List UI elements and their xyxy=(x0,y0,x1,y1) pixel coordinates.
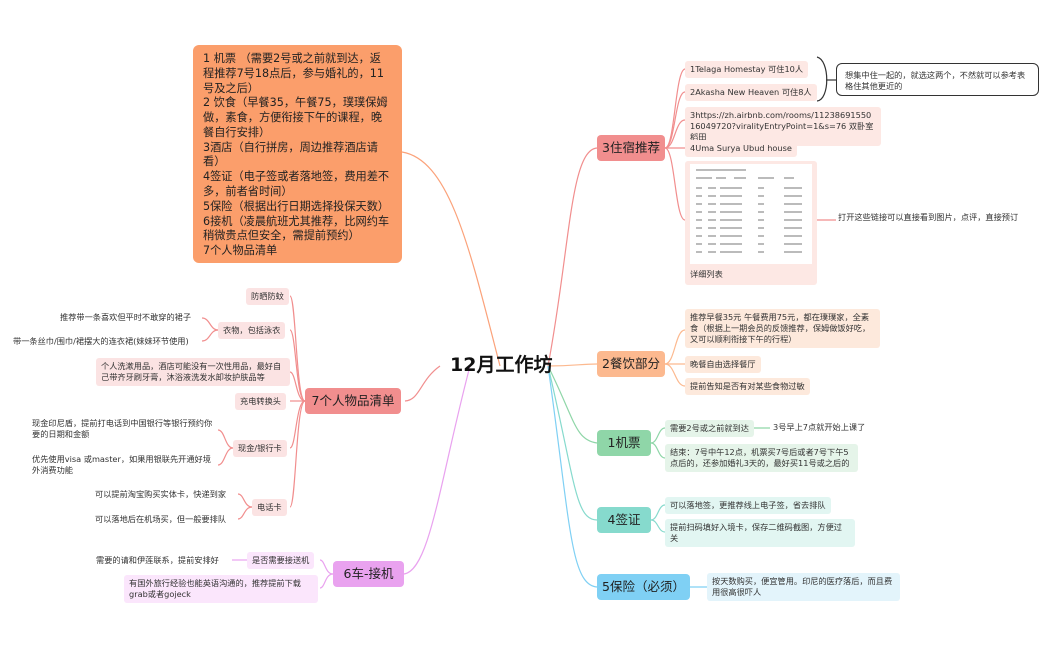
branch-ticket[interactable]: 1机票 xyxy=(597,430,651,456)
food-item-2[interactable]: 晚餐自由选择餐厅 xyxy=(685,356,761,374)
personal-note-scarf: 带一条丝巾/围巾/裙摆大的连衣裙(妹妹环节使用) xyxy=(13,336,189,346)
ticket-item-2[interactable]: 结束：7号中午12点，机票买7号后或者7号下午5点后的，还参加婚礼3天的，最好买… xyxy=(665,444,858,473)
lodging-list-caption: 详细列表 xyxy=(690,269,723,279)
summary-line-2: 2 饮食（早餐35，午餐75，璞璞保姆做，素食，方便衔接下午的课程，晚餐自行安排… xyxy=(203,96,388,139)
food-item-3[interactable]: 提前告知是否有对某些食物过敏 xyxy=(685,378,810,396)
lodging-callout: 想集中住一起的，就选这两个，不然就可以参考表格住其他更近的 xyxy=(836,63,1039,96)
summary-line-5: 5保险（根据出行日期选择投保天数） xyxy=(203,199,390,213)
root-topic: 12月工作坊 xyxy=(450,354,553,376)
visa-item-1[interactable]: 可以落地签，更推荐线上电子签，省去排队 xyxy=(665,497,831,515)
visa-item-2[interactable]: 提前扫码填好入境卡，保存二维码截图，方便过关 xyxy=(665,519,855,548)
personal-note-sim-1: 可以提前淘宝购买实体卡，快递到家 xyxy=(95,489,227,499)
summary-line-6: 6接机（凌晨航班尤其推荐，比网约车稍微贵点但安全，需提前预约） xyxy=(203,214,390,243)
lodging-item-1[interactable]: 1Telaga Homestay 可住10人 xyxy=(685,61,809,79)
spreadsheet-preview-icon xyxy=(690,164,812,264)
personal-note-skirt: 推荐带一条喜欢但平时不敢穿的裙子 xyxy=(60,312,192,322)
lodging-item-3[interactable]: 3https://zh.airbnb.com/rooms/11238691550… xyxy=(685,107,881,147)
branch-pickup[interactable]: 6车-接机 xyxy=(333,561,404,587)
summary-line-4: 4签证（电子签或者落地签，费用差不多，前者省时间） xyxy=(203,170,390,199)
personal-note-cash-1: 现金印尼盾，提前打电话到中国银行等银行预约你要的日期和金额 xyxy=(32,418,213,440)
personal-tag-cash[interactable]: 现金/银行卡 xyxy=(233,440,287,458)
lodging-item-2[interactable]: 2Akasha New Heaven 可住8人 xyxy=(685,84,817,102)
pickup-note-contact: 需要的请和伊莲联系，提前安排好 xyxy=(96,555,219,565)
insurance-item-1[interactable]: 按天数购买，便宜管用。印尼的医疗落后，而且费用很高很吓人 xyxy=(707,573,900,602)
branch-visa[interactable]: 4签证 xyxy=(597,507,651,533)
personal-tag-sim[interactable]: 电话卡 xyxy=(252,499,287,517)
personal-tag-charger[interactable]: 充电转换头 xyxy=(235,393,286,411)
food-item-1[interactable]: 推荐早餐35元 午餐费用75元，都在璞璞家，全素食（根据上一期会员的反馈推荐，保… xyxy=(685,309,880,349)
summary-line-3: 3酒店（自行拼房，周边推荐酒店请看） xyxy=(203,140,378,169)
lodging-item-4[interactable]: 4Uma Surya Ubud house xyxy=(685,140,797,158)
branch-personal-items[interactable]: 7个人物品清单 xyxy=(305,388,401,414)
personal-tag-clothes[interactable]: 衣物，包括泳衣 xyxy=(218,322,286,340)
spreadsheet-thumbnail xyxy=(690,164,812,264)
personal-note-toiletries[interactable]: 个人洗漱用品，酒店可能没有一次性用品，最好自己带齐牙刷牙膏，沐浴液洗发水卸妆护肤… xyxy=(96,358,290,387)
branch-lodging[interactable]: 3住宿推荐 xyxy=(597,135,665,161)
pickup-tag[interactable]: 是否需要接送机 xyxy=(247,552,315,570)
personal-tag-sunscreen[interactable]: 防晒防蚊 xyxy=(246,288,289,306)
summary-box: 1 机票 （需要2号或之前就到达，返程推荐7号18点后，参与婚礼的，11号及之后… xyxy=(193,45,402,263)
branch-insurance[interactable]: 5保险（必须） xyxy=(597,574,690,600)
lodging-detail-list[interactable]: 详细列表 xyxy=(685,161,817,285)
lodging-list-note: 打开这些链接可以直接看到图片，点评，直接预订 xyxy=(838,212,1019,222)
ticket-item-1[interactable]: 需要2号或之前就到达 xyxy=(665,420,754,438)
summary-line-7: 7个人物品清单 xyxy=(203,244,278,258)
branch-food[interactable]: 2餐饮部分 xyxy=(597,351,665,377)
pickup-note-grab[interactable]: 有国外旅行经验也能英语沟通的，推荐提前下载grab或者gojeck xyxy=(124,575,318,604)
summary-line-1: 1 机票 （需要2号或之前就到达，返程推荐7号18点后，参与婚礼的，11号及之后… xyxy=(203,52,385,95)
personal-note-cash-2: 优先使用visa 或master，如果用银联先开通好境外消费功能 xyxy=(32,454,211,476)
ticket-item-1-child: 3号早上7点就开始上课了 xyxy=(773,422,866,432)
personal-note-sim-2: 可以落地后在机场买，但一般要排队 xyxy=(95,514,227,524)
